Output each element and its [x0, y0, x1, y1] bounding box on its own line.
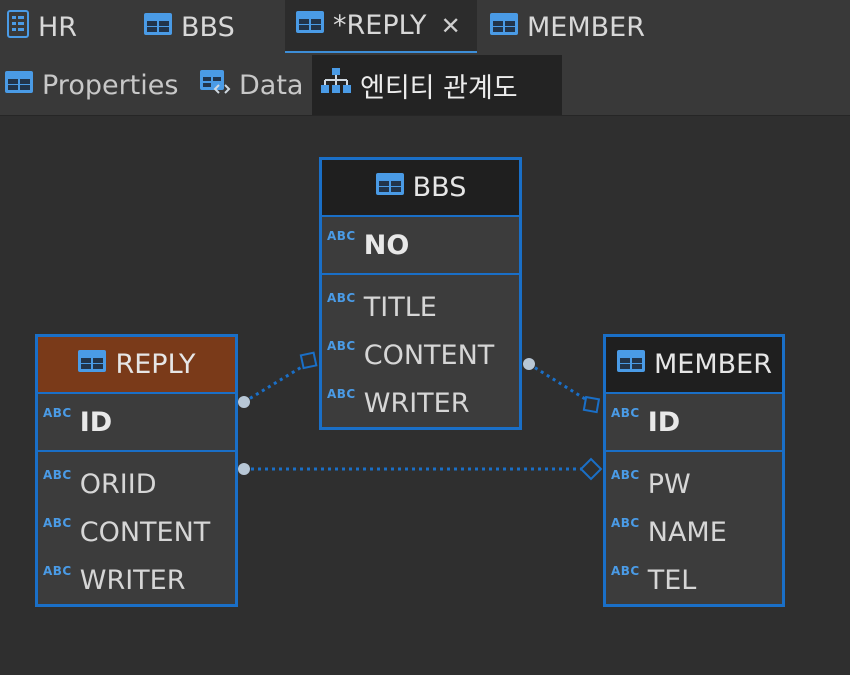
subtab-er-diagram-label: 엔티티 관계도 — [360, 72, 518, 104]
attribute-name: NAME — [647, 516, 727, 548]
primary-key-section: ABC NO — [322, 217, 519, 275]
entity-reply[interactable]: REPLY ABC ID ABC ORIID ABC CONTENT ABC WRITE… — [35, 334, 238, 607]
attribute-row[interactable]: ABC NO — [322, 221, 409, 269]
string-type-icon: ABC — [43, 406, 72, 420]
string-type-icon: ABC — [611, 516, 640, 530]
attribute-row[interactable]: ABC WRITER — [38, 556, 235, 604]
tab-bbs-label: BBS — [181, 12, 235, 43]
string-type-icon: ABC — [43, 516, 72, 530]
tab-reply[interactable]: *REPLY ✕ — [285, 0, 477, 53]
entity-bbs[interactable]: BBS ABC NO ABC TITLE ABC CONTENT ABC WRITER — [319, 157, 522, 430]
attribute-row[interactable]: ABC ID — [38, 398, 112, 446]
subtab-properties-label: Properties — [42, 69, 179, 101]
attribute-name: WRITER — [79, 564, 186, 596]
attribute-name: ORIID — [79, 468, 157, 500]
data-icon — [199, 69, 231, 102]
string-type-icon: ABC — [327, 339, 356, 353]
entity-header[interactable]: REPLY — [38, 337, 235, 394]
subtab-data-label: Data — [239, 69, 304, 101]
string-type-icon: ABC — [611, 564, 640, 578]
string-type-icon: ABC — [611, 406, 640, 420]
entity-name: MEMBER — [654, 349, 772, 380]
entity-header[interactable]: MEMBER — [606, 337, 782, 394]
string-type-icon: ABC — [43, 468, 72, 482]
attribute-name: CONTENT — [79, 516, 211, 548]
attribute-list: ABC TITLE ABC CONTENT ABC WRITER — [322, 275, 519, 427]
entity-name: REPLY — [115, 349, 196, 380]
attribute-row[interactable]: ABC ORIID — [38, 460, 235, 508]
sub-tab-bar: Properties Data 엔티티 관계도 — [0, 55, 850, 116]
tab-member-label: MEMBER — [527, 12, 645, 43]
primary-key-section: ABC ID — [606, 394, 782, 452]
close-icon[interactable]: ✕ — [440, 11, 461, 40]
string-type-icon: ABC — [611, 468, 640, 482]
tab-hr-label: HR — [38, 12, 78, 43]
entity-header[interactable]: BBS — [322, 160, 519, 217]
table-icon — [4, 70, 34, 101]
attribute-row[interactable]: ABC PW — [606, 460, 782, 508]
string-type-icon: ABC — [327, 229, 356, 243]
string-type-icon: ABC — [327, 387, 356, 401]
attribute-name: CONTENT — [363, 339, 495, 371]
attribute-row[interactable]: ABC TITLE — [322, 283, 519, 331]
attribute-name: NO — [363, 229, 410, 261]
table-icon — [489, 12, 519, 43]
attribute-list: ABC PW ABC NAME ABC TEL — [606, 452, 782, 604]
tab-member[interactable]: MEMBER — [489, 0, 645, 55]
table-icon — [295, 10, 325, 41]
attribute-name: WRITER — [363, 387, 470, 419]
tab-reply-label: *REPLY — [333, 10, 427, 41]
attribute-name: ID — [79, 406, 113, 438]
subtab-data[interactable]: Data — [199, 55, 303, 115]
attribute-name: TITLE — [363, 291, 437, 323]
editor-tab-bar: HR BBS *REPLY ✕ MEMBER — [0, 0, 850, 55]
table-icon — [616, 349, 646, 380]
attribute-row[interactable]: ABC CONTENT — [38, 508, 235, 556]
primary-key-section: ABC ID — [38, 394, 235, 452]
attribute-name: TEL — [647, 564, 697, 596]
table-icon — [143, 12, 173, 43]
subtab-properties[interactable]: Properties — [4, 55, 178, 115]
attribute-row[interactable]: ABC TEL — [606, 556, 782, 604]
subtab-er-diagram[interactable]: 엔티티 관계도 — [312, 55, 562, 115]
string-type-icon: ABC — [327, 291, 356, 305]
attribute-row[interactable]: ABC ID — [606, 398, 680, 446]
entity-member[interactable]: MEMBER ABC ID ABC PW ABC NAME ABC TEL — [603, 334, 785, 607]
attribute-list: ABC ORIID ABC CONTENT ABC WRITER — [38, 452, 235, 604]
er-diagram-icon — [320, 67, 352, 104]
attribute-row[interactable]: ABC CONTENT — [322, 331, 519, 379]
tab-bbs[interactable]: BBS — [143, 0, 235, 55]
table-icon — [375, 172, 405, 203]
table-icon — [77, 349, 107, 380]
attribute-row[interactable]: ABC NAME — [606, 508, 782, 556]
attribute-name: PW — [647, 468, 691, 500]
entity-name: BBS — [412, 172, 467, 203]
tab-hr[interactable]: HR — [6, 0, 77, 55]
schema-icon — [6, 10, 30, 45]
string-type-icon: ABC — [43, 564, 72, 578]
attribute-row[interactable]: ABC WRITER — [322, 379, 519, 427]
attribute-name: ID — [647, 406, 681, 438]
